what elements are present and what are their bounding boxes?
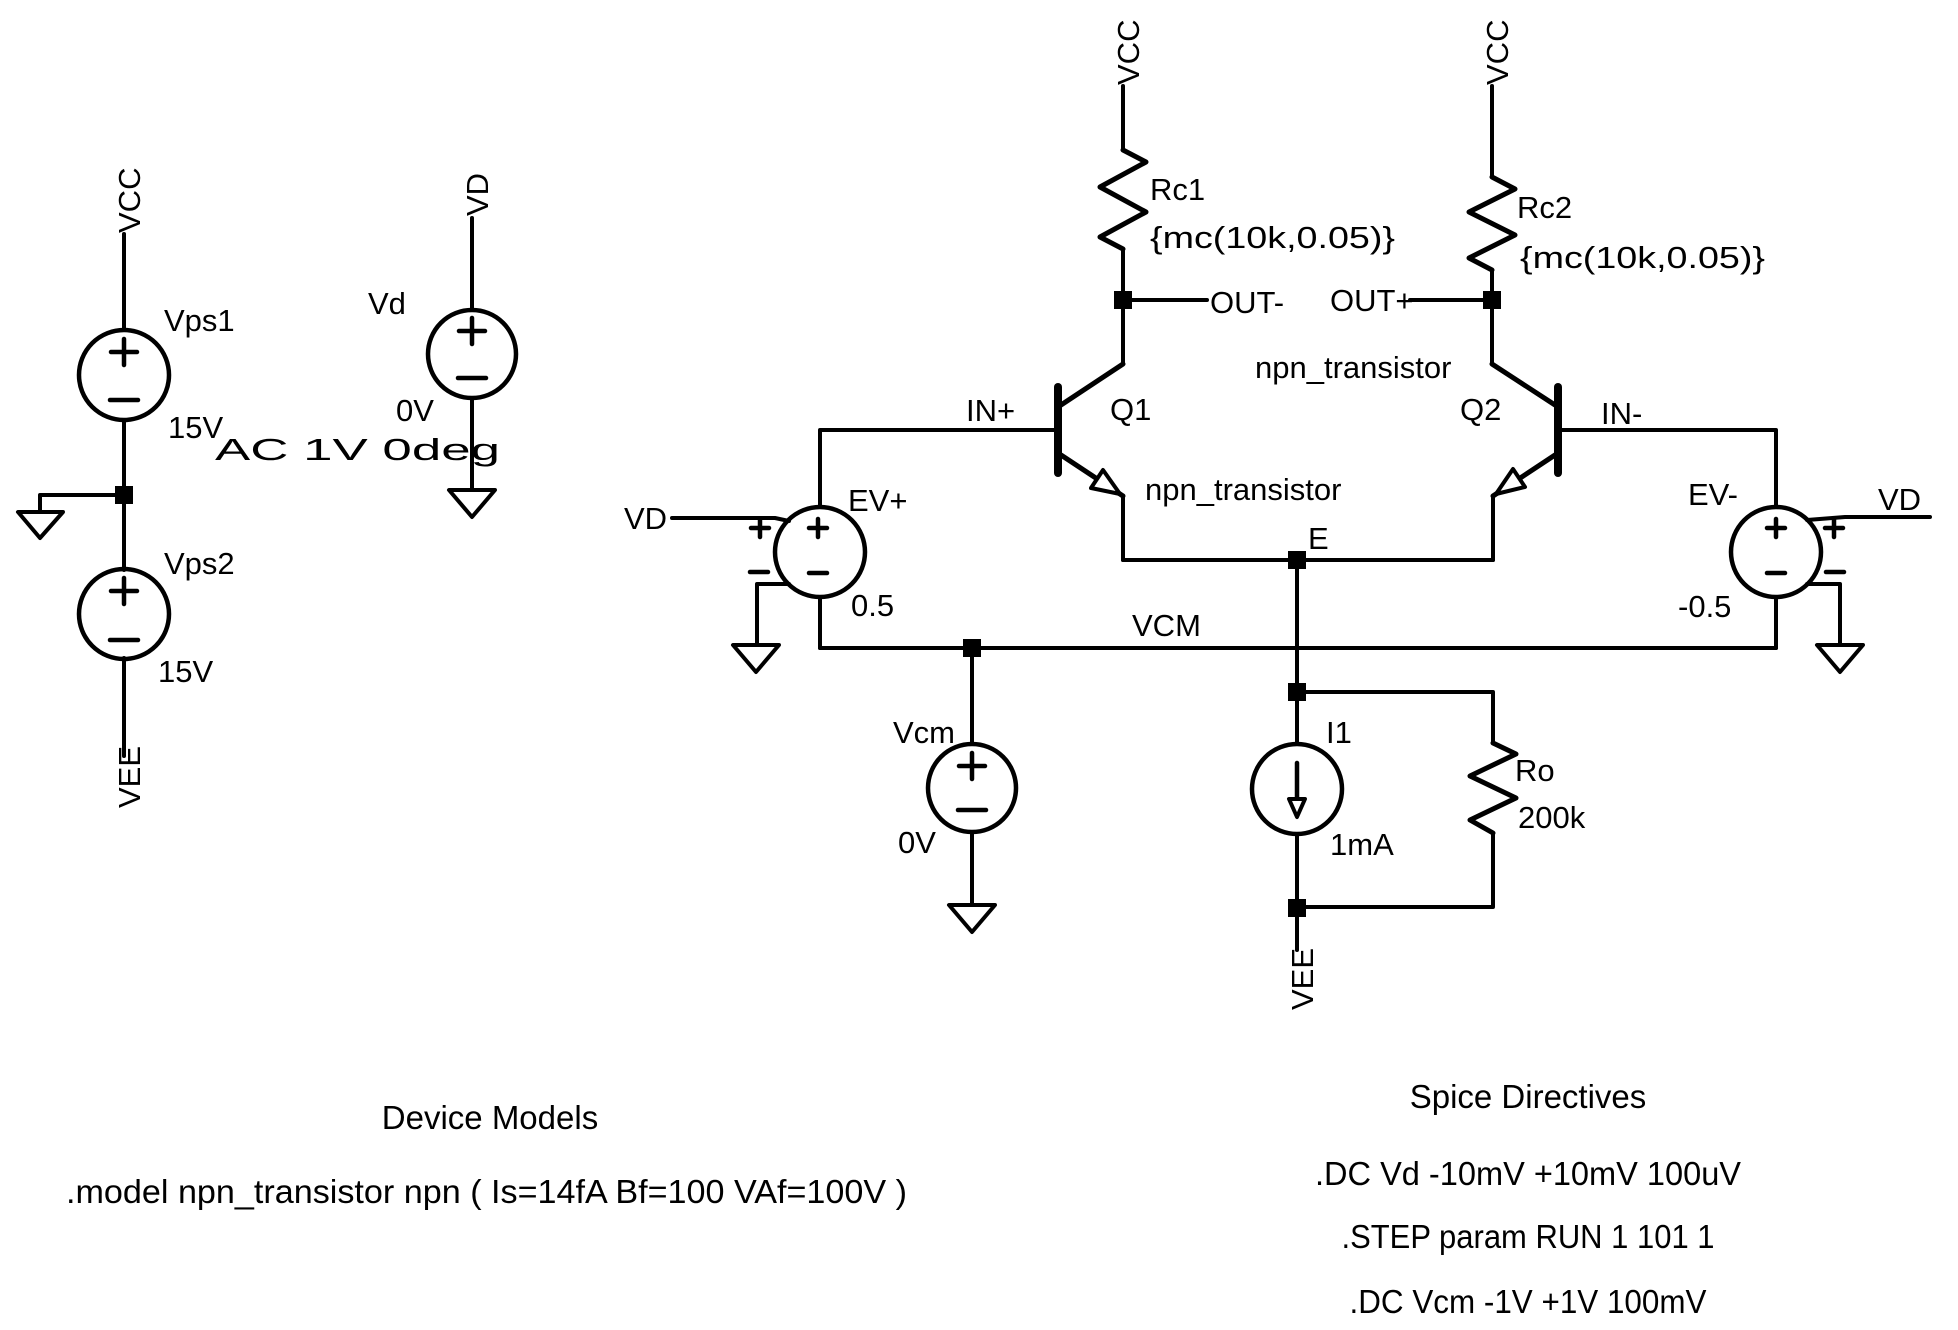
ev-minus-internal-plus: [1764, 516, 1788, 540]
rc2-value-label: {mc(10k,0.05)}: [1520, 240, 1765, 275]
i1-current-source[interactable]: [1249, 741, 1345, 837]
ev-minus-control-plus: [1822, 516, 1846, 540]
wire-in-minus: [1560, 428, 1778, 508]
net-label-vd-evminus: VD: [1878, 482, 1921, 517]
q2-npn-transistor[interactable]: [1489, 307, 1562, 562]
net-label-vcc-rc1: VCC: [1111, 20, 1146, 85]
ev-minus-value-label: -0.5: [1678, 589, 1731, 624]
vps1-voltage-source[interactable]: [76, 327, 172, 423]
wire-junction-ground-left: [38, 493, 117, 514]
rc2-zigzag: [1466, 174, 1518, 273]
junction-vcm: [963, 639, 981, 657]
ev-plus-internal-plus: [806, 516, 830, 540]
q2-collector-diagonal: [1489, 361, 1558, 408]
junction-out-minus: [1114, 291, 1132, 309]
rc2-name-label: Rc2: [1517, 190, 1572, 225]
wire-ro-bottom: [1304, 831, 1495, 909]
q1-emitter-arrow: [1089, 468, 1122, 496]
directive-dc-vcm: .DC Vcm -1V +1V 100mV: [1350, 1283, 1707, 1320]
ev-plus-name-label: EV+: [848, 483, 907, 518]
ground-symbol-vcm: [947, 903, 997, 934]
vd-ac-spec-label: AC 1V 0deg: [215, 432, 500, 467]
net-label-vcc-left: VCC: [112, 168, 147, 233]
wire-in-plus: [818, 428, 1056, 508]
ev-plus-control-plus: [748, 516, 772, 540]
ro-zigzag: [1467, 740, 1519, 836]
wire-evplus-control-ground: [755, 582, 791, 647]
net-label-in-minus: IN-: [1601, 396, 1642, 431]
vcm-value-label: 0V: [898, 825, 936, 860]
vps2-plus-sign: [108, 575, 140, 607]
vps2-name-label: Vps2: [164, 546, 235, 581]
spice-directives-title: Spice Directives: [1410, 1078, 1647, 1115]
net-label-vee-bottom: VEE: [1285, 948, 1320, 1010]
vps2-value-label: 15V: [158, 654, 213, 689]
vcm-name-label: Vcm: [893, 715, 955, 750]
junction-i1-top: [1288, 683, 1306, 701]
rc1-name-label: Rc1: [1150, 172, 1205, 207]
q1-model-label: npn_transistor: [1145, 472, 1341, 507]
q2-model-label: npn_transistor: [1255, 350, 1451, 385]
vd-name-label: Vd: [368, 286, 406, 321]
i1-value-label: 1mA: [1330, 827, 1394, 862]
rc1-resistor[interactable]: [1097, 147, 1149, 252]
ev-minus-name-label: EV-: [1688, 477, 1738, 512]
q1-name-label: Q1: [1110, 392, 1151, 427]
junction-out-plus: [1483, 291, 1501, 309]
net-label-e: E: [1308, 521, 1329, 556]
vd-value-label: 0V: [396, 393, 434, 428]
ro-name-label: Ro: [1515, 753, 1555, 788]
vd-voltage-source[interactable]: [425, 307, 519, 401]
junction-i1-bottom: [1288, 899, 1306, 917]
directive-step-param: .STEP param RUN 1 101 1: [1342, 1218, 1715, 1255]
i1-arrow-head: [1287, 797, 1307, 819]
vcm-voltage-source[interactable]: [925, 741, 1019, 835]
model-statement: .model npn_transistor npn ( Is=14fA Bf=1…: [66, 1173, 907, 1210]
junction-e-node: [1288, 551, 1306, 569]
i1-name-label: I1: [1326, 715, 1352, 750]
ro-resistor[interactable]: [1467, 740, 1519, 836]
wire-evminus-control-ground: [1805, 582, 1842, 647]
q1-collector-diagonal: [1058, 361, 1126, 408]
vcm-plus-sign: [956, 750, 988, 782]
rc1-value-label: {mc(10k,0.05)}: [1150, 220, 1395, 255]
vps2-voltage-source[interactable]: [76, 566, 172, 662]
vps1-name-label: Vps1: [164, 303, 235, 338]
ev-plus-value-label: 0.5: [851, 588, 894, 623]
vps1-plus-sign: [108, 336, 140, 368]
vps1-value-label: 15V: [168, 410, 223, 445]
wire-vd-evplus-control: [670, 516, 791, 523]
vd-plus-sign: [456, 315, 488, 347]
q2-emitter-arrow: [1494, 467, 1527, 496]
q2-name-label: Q2: [1460, 392, 1501, 427]
junction-vps-mid: [115, 486, 133, 504]
net-label-vd-evplus: VD: [624, 501, 667, 536]
ground-symbol-evplus: [731, 643, 781, 674]
net-label-out-minus: OUT-: [1210, 285, 1284, 320]
net-label-vee-left: VEE: [112, 746, 147, 808]
rc2-resistor[interactable]: [1466, 174, 1518, 273]
net-label-vcc-rc2: VCC: [1480, 20, 1515, 85]
rc1-zigzag: [1097, 147, 1149, 252]
device-models-title: Device Models: [382, 1099, 598, 1136]
directive-dc-vd: .DC Vd -10mV +10mV 100uV: [1315, 1155, 1741, 1192]
ground-symbol-vd: [447, 488, 497, 519]
ground-symbol-left: [16, 510, 65, 540]
net-label-out-plus: OUT+: [1330, 283, 1414, 318]
q1-npn-transistor[interactable]: [1054, 307, 1126, 562]
net-label-in-plus: IN+: [966, 393, 1015, 428]
ro-value-label: 200k: [1518, 800, 1586, 835]
net-label-vd-top: VD: [460, 173, 495, 216]
wire-ro-top: [1304, 690, 1495, 745]
wire-vd-evminus-control: [1805, 515, 1932, 522]
ground-symbol-evminus: [1815, 643, 1865, 674]
net-label-vcm: VCM: [1132, 608, 1201, 643]
